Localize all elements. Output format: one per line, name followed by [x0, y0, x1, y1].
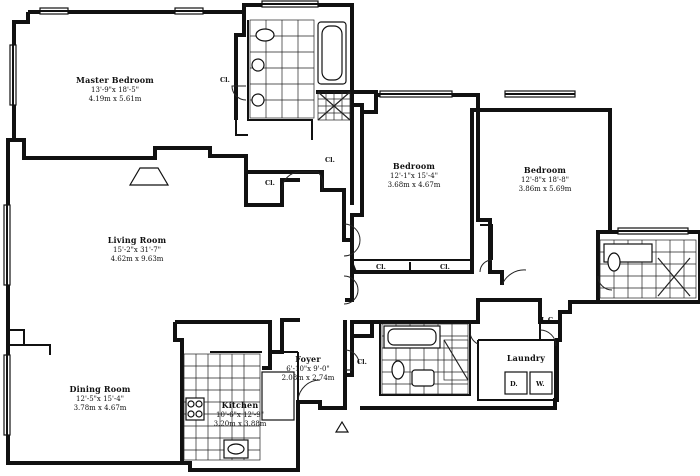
- kitchen-fixtures: [183, 353, 295, 461]
- dining-room-metric: 3.78m x 4.67m: [74, 404, 127, 412]
- laundry-fixtures: [504, 371, 553, 395]
- bedroom-2-imperial: 12'-8"x 18'-8": [521, 176, 569, 184]
- linen-closet-label: L.C.: [541, 316, 555, 324]
- bedroom-1-name: Bedroom: [393, 161, 436, 171]
- foyer-imperial: 6'-10"x 9'-0": [286, 365, 329, 373]
- room-labels: Master Bedroom 13'-9"x 18'-5" 4.19m x 5.…: [69, 75, 571, 428]
- kitchen-name: Kitchen: [222, 400, 259, 410]
- windows: [3, 0, 689, 436]
- doors: [231, 85, 613, 401]
- bedroom-1-imperial: 12'-1"x 15'-4": [390, 172, 438, 180]
- closet-bedroom-1a-label: Cl.: [376, 263, 386, 271]
- dining-room-name: Dining Room: [69, 384, 130, 394]
- living-room-imperial: 15'-2"x 31'-7": [113, 246, 161, 254]
- master-bath-fixtures: [249, 19, 351, 121]
- kitchen-imperial: 10'-6"x 12'-9": [216, 411, 264, 419]
- foyer-name: Foyer: [295, 354, 321, 364]
- living-room-metric: 4.62m x 9.63m: [111, 255, 164, 263]
- washer-label: W.: [535, 380, 545, 388]
- entry-marker: [334, 420, 350, 433]
- closet-master-label: Cl.: [220, 76, 230, 84]
- kitchen-metric: 3.20m x 3.88m: [214, 420, 267, 428]
- closet-hall-2-label: Cl.: [265, 179, 275, 187]
- master-bedroom-imperial: 13'-9"x 18'-5": [91, 86, 139, 94]
- closet-hall-1-label: Cl.: [325, 156, 335, 164]
- interior-walls: [8, 12, 610, 470]
- bedroom-2-name: Bedroom: [524, 165, 567, 175]
- laundry-name: Laundry: [507, 353, 545, 363]
- closet-bedroom-1b-label: Cl.: [440, 263, 450, 271]
- dining-room-imperial: 12'-5"x 15'-4": [76, 395, 124, 403]
- bath-3-fixtures: [599, 239, 697, 299]
- bedroom-1-metric: 3.68m x 4.67m: [388, 181, 441, 189]
- master-bedroom-name: Master Bedroom: [76, 75, 154, 85]
- bedroom-2-metric: 3.86m x 5.69m: [519, 185, 572, 193]
- living-room-name: Living Room: [108, 235, 167, 245]
- master-bedroom-metric: 4.19m x 5.61m: [89, 95, 142, 103]
- foyer-metric: 2.08m x 2.74m: [282, 374, 335, 382]
- bath-2-fixtures: [381, 323, 469, 395]
- dryer-label: D.: [510, 380, 518, 388]
- closet-foyer-label: Cl.: [357, 358, 367, 366]
- fireplace: [128, 167, 170, 186]
